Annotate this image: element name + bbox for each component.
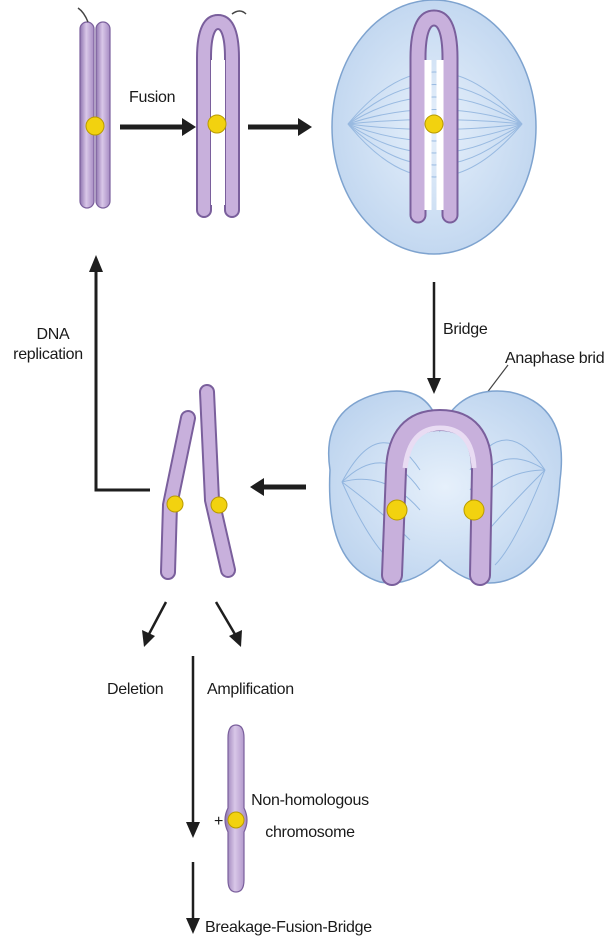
non-homologous-label-line1: Non-homologous xyxy=(250,791,370,810)
metaphase-cell xyxy=(332,0,536,254)
replicated-chromosome xyxy=(78,8,110,208)
bridge-label: Bridge xyxy=(443,320,487,339)
fusion-label: Fusion xyxy=(129,88,175,107)
broken-chromosomes xyxy=(167,392,228,572)
plus-sign: + xyxy=(214,812,223,831)
deletion-arrow xyxy=(148,602,166,636)
amplification-label: Amplification xyxy=(207,680,294,699)
anaphase-cell xyxy=(329,391,562,583)
breakage-fusion-bridge-label: Breakage-Fusion-Bridge xyxy=(205,918,372,937)
dna-replication-label-line1: DNA xyxy=(18,325,88,344)
fused-chromatids xyxy=(204,11,246,210)
non-homologous-label-line2: chromosome xyxy=(255,823,365,842)
dna-replication-path xyxy=(96,268,150,490)
anaphase-bridge-label: Anaphase brid xyxy=(505,349,604,368)
deletion-label: Deletion xyxy=(107,680,163,699)
amplification-arrow xyxy=(216,602,236,636)
dna-replication-label-line2: replication xyxy=(8,345,88,364)
non-homologous-chromosome xyxy=(225,725,247,892)
